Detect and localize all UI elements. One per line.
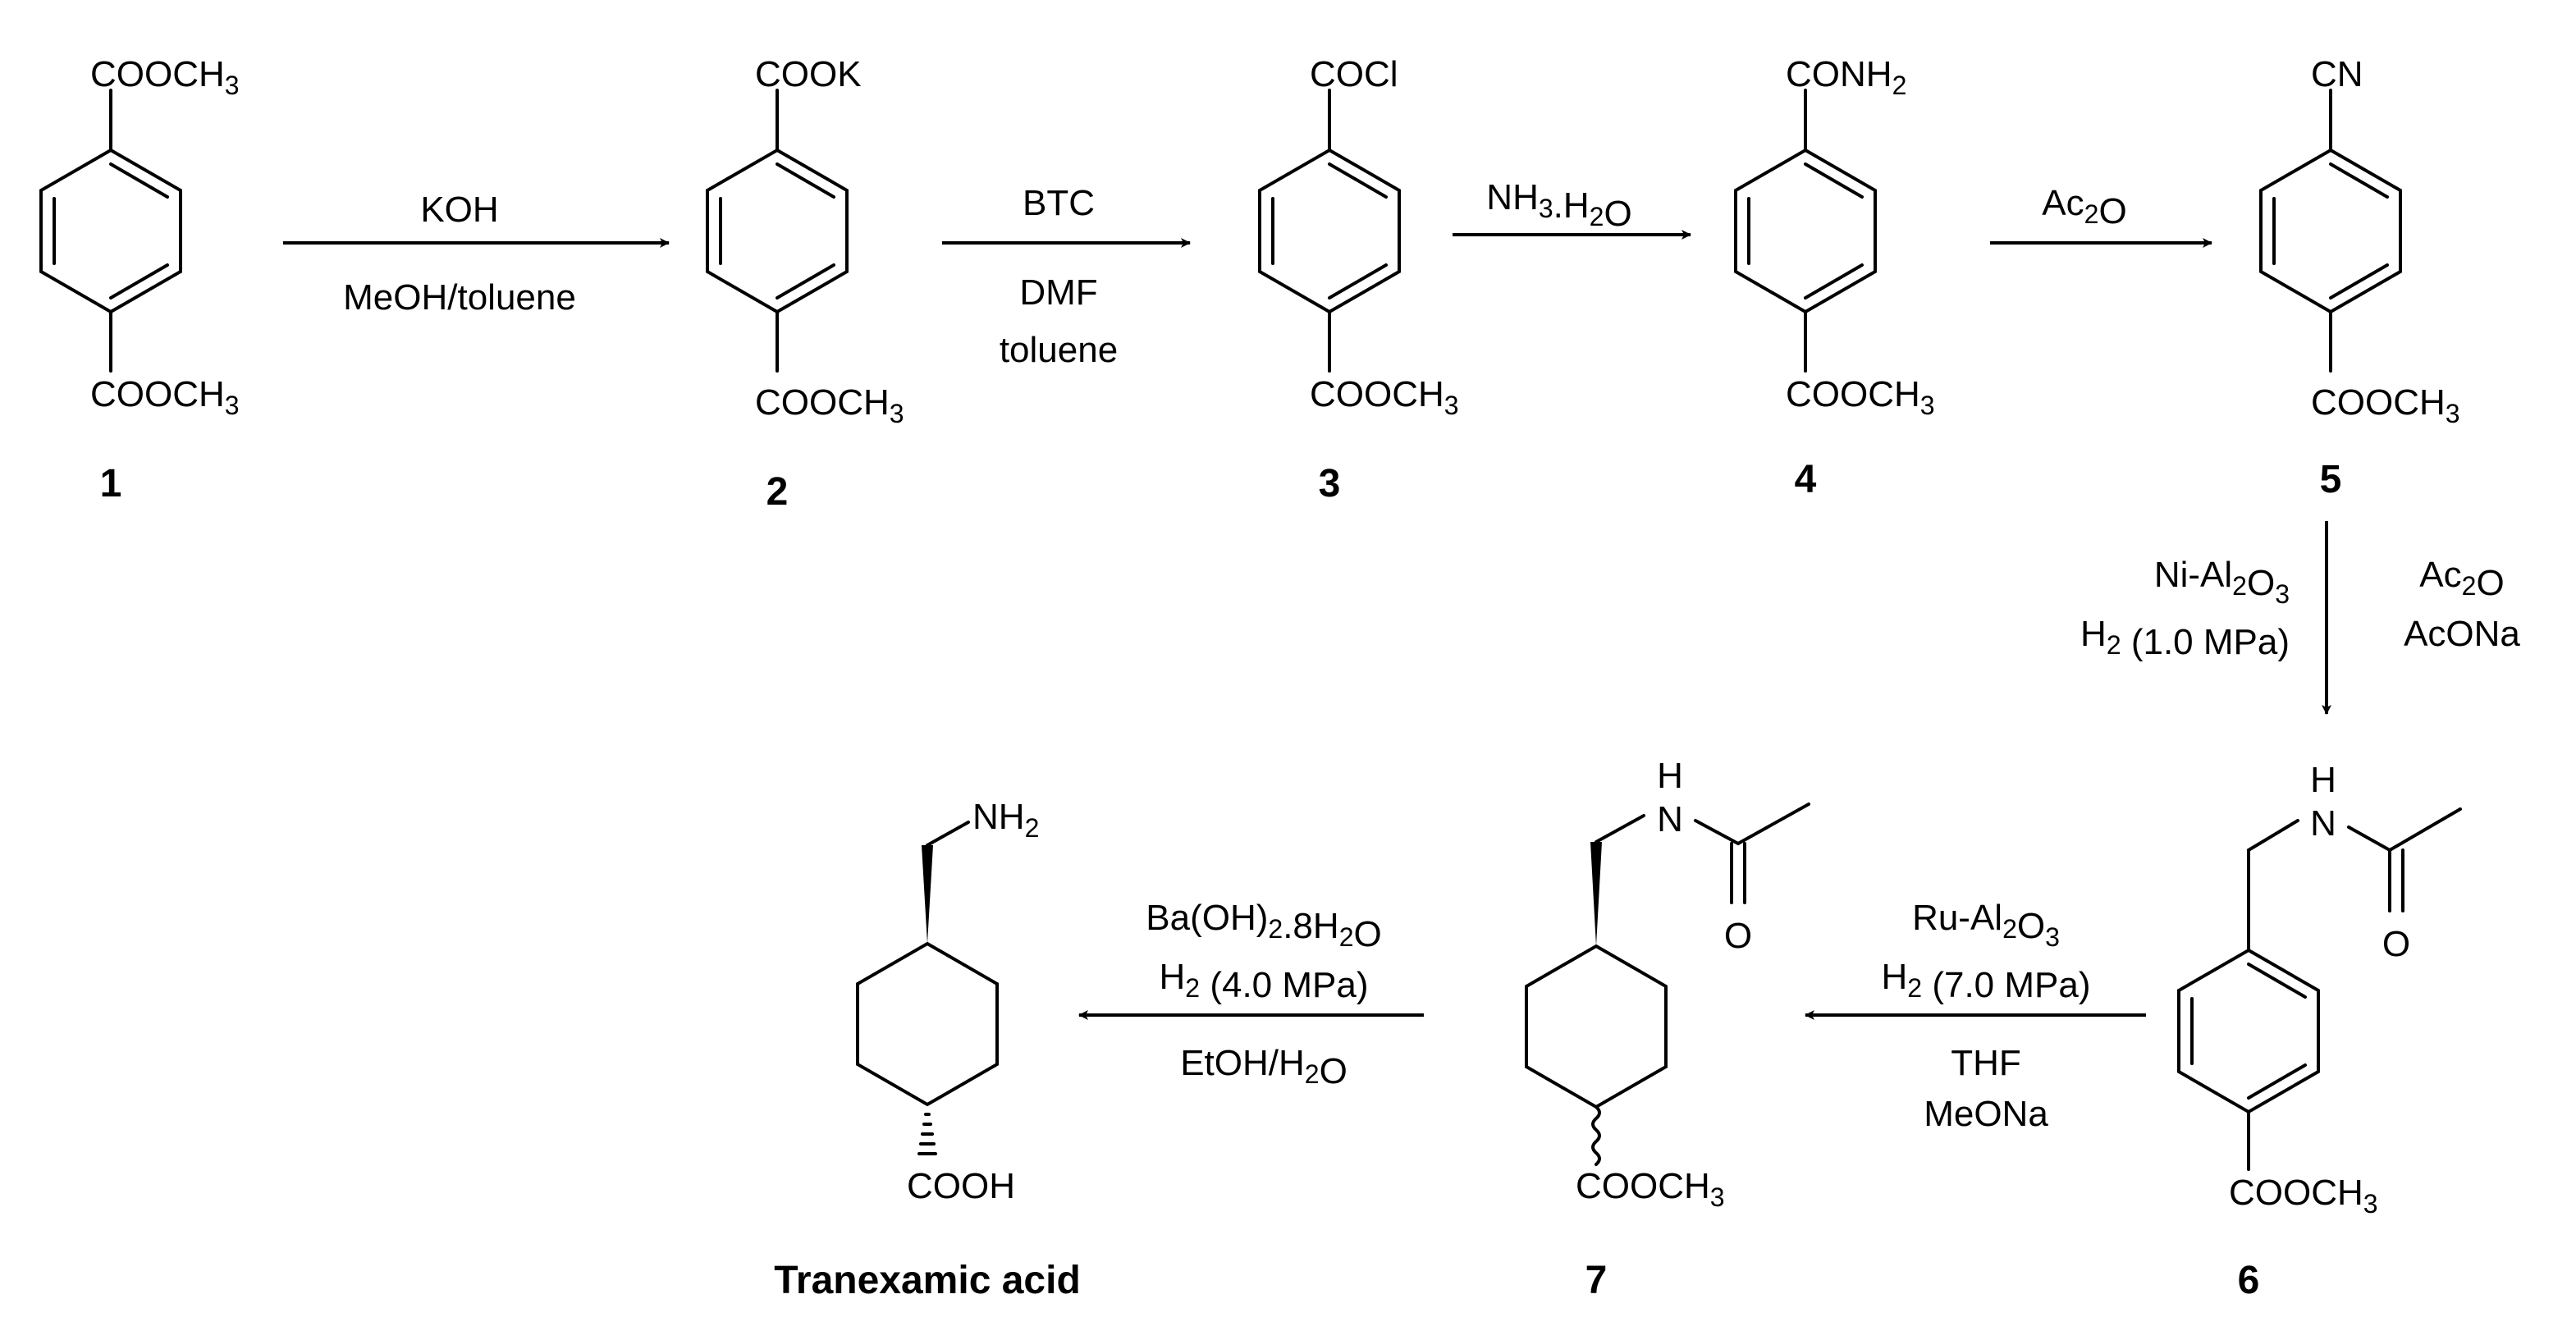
substituent-label: COOCH3 [1576, 1166, 1725, 1212]
atom-label: N [1657, 799, 1683, 839]
compound-name: Tranexamic acid [774, 1259, 1081, 1302]
condition-label: MeOH/toluene [343, 277, 576, 318]
cyclohexane-ring [856, 941, 999, 1107]
substituent-label: COOK [755, 54, 862, 94]
compound-number: 3 [1319, 462, 1341, 505]
compound-number: 5 [2320, 458, 2342, 501]
substituent-label: COOH [907, 1166, 1015, 1206]
wavy-bond [1591, 1105, 1601, 1166]
atom-label: O [1724, 916, 1752, 956]
reagent-label: NH3.H2O [1486, 177, 1631, 234]
reagent-label: H2 (1.0 MPa) [2080, 614, 2290, 662]
reagent-label: Ru-Al2O3 [1912, 898, 2060, 952]
step-4: Ac2O [1990, 183, 2212, 248]
reagent-label: H2 (4.0 MPa) [1160, 957, 1369, 1005]
condition-label: EtOH/H2O [1180, 1043, 1347, 1091]
substituent-label: CONH2 [1786, 54, 1906, 100]
reagent-label: Ni-Al2O3 [2154, 555, 2290, 609]
hash-bond [917, 1113, 937, 1155]
atom-label: N [2310, 803, 2336, 844]
condition-label: toluene [1000, 330, 1118, 370]
compound-1: COOCH3 COOCH3 1 [39, 54, 240, 505]
step-3: NH3.H2O [1453, 177, 1691, 240]
compound-2: COOK COOCH3 2 [706, 54, 904, 514]
substituent-label: COOCH3 [755, 382, 904, 428]
compound-3: COCl COOCH3 3 [1258, 54, 1459, 505]
compound-number: 7 [1585, 1259, 1608, 1302]
step-1: KOH MeOH/toluene [283, 190, 670, 318]
substituent-label: COOCH3 [1786, 374, 1935, 420]
substituent-label: COOCH3 [2311, 382, 2460, 428]
cyclohexane-ring [1525, 944, 1668, 1109]
step-2: BTC DMF toluene [942, 183, 1191, 370]
step-5: Ni-Al2O3 H2 (1.0 MPa) Ac2O AcONa [2080, 521, 2520, 715]
wedge-bond [1590, 842, 1602, 946]
benzene-ring [2259, 148, 2402, 314]
compound-number: 4 [1795, 458, 1817, 501]
step-6: Ru-Al2O3 H2 (7.0 MPa) THF MeONa [1805, 898, 2146, 1134]
compound-number: 6 [2238, 1259, 2260, 1302]
atom-label: O [2382, 924, 2410, 964]
compound-5: CN COOCH3 5 [2259, 54, 2460, 501]
benzene-ring [39, 148, 182, 314]
reagent-label: H2 (7.0 MPa) [1882, 957, 2091, 1005]
reagent-label: BTC [1023, 183, 1095, 223]
substituent-label: COOCH3 [90, 374, 240, 420]
compound-4: CONH2 COOCH3 4 [1734, 54, 1935, 501]
benzene-ring [706, 148, 849, 314]
benzene-ring [1258, 148, 1401, 314]
reagent-label: Ac2O [2042, 183, 2126, 231]
compound-number: 1 [100, 462, 122, 505]
reagent-label: Ac2O [2419, 555, 2504, 603]
substituent-label: COCl [1310, 54, 1398, 94]
reagent-label: Ba(OH)2.8H2O [1146, 898, 1381, 954]
compound-6: H N O COOCH3 6 [2177, 760, 2462, 1302]
compound-number: 2 [766, 470, 789, 514]
substituent-label: CN [2311, 54, 2363, 94]
compound-tranexamic-acid: NH2 COOH Tranexamic acid [774, 797, 1081, 1302]
substituent-label: COOCH3 [1310, 374, 1459, 420]
substituent-label: NH2 [972, 797, 1039, 843]
condition-label: MeONa [1924, 1094, 2048, 1134]
benzene-ring [2177, 948, 2320, 1114]
benzene-ring [1734, 148, 1877, 314]
condition-label: DMF [1019, 272, 1097, 313]
atom-label: H [1657, 756, 1683, 796]
reagent-label: KOH [420, 190, 498, 230]
substituent-label: COOCH3 [2229, 1173, 2378, 1219]
condition-label: THF [1951, 1043, 2021, 1083]
reagent-label: AcONa [2404, 614, 2520, 654]
compound-7: H N O COOCH3 7 [1525, 756, 1810, 1302]
substituent-label: COOCH3 [90, 54, 240, 100]
step-7: Ba(OH)2.8H2O H2 (4.0 MPa) EtOH/H2O [1078, 898, 1424, 1091]
wedge-bond [922, 845, 933, 944]
atom-label: H [2310, 760, 2336, 800]
